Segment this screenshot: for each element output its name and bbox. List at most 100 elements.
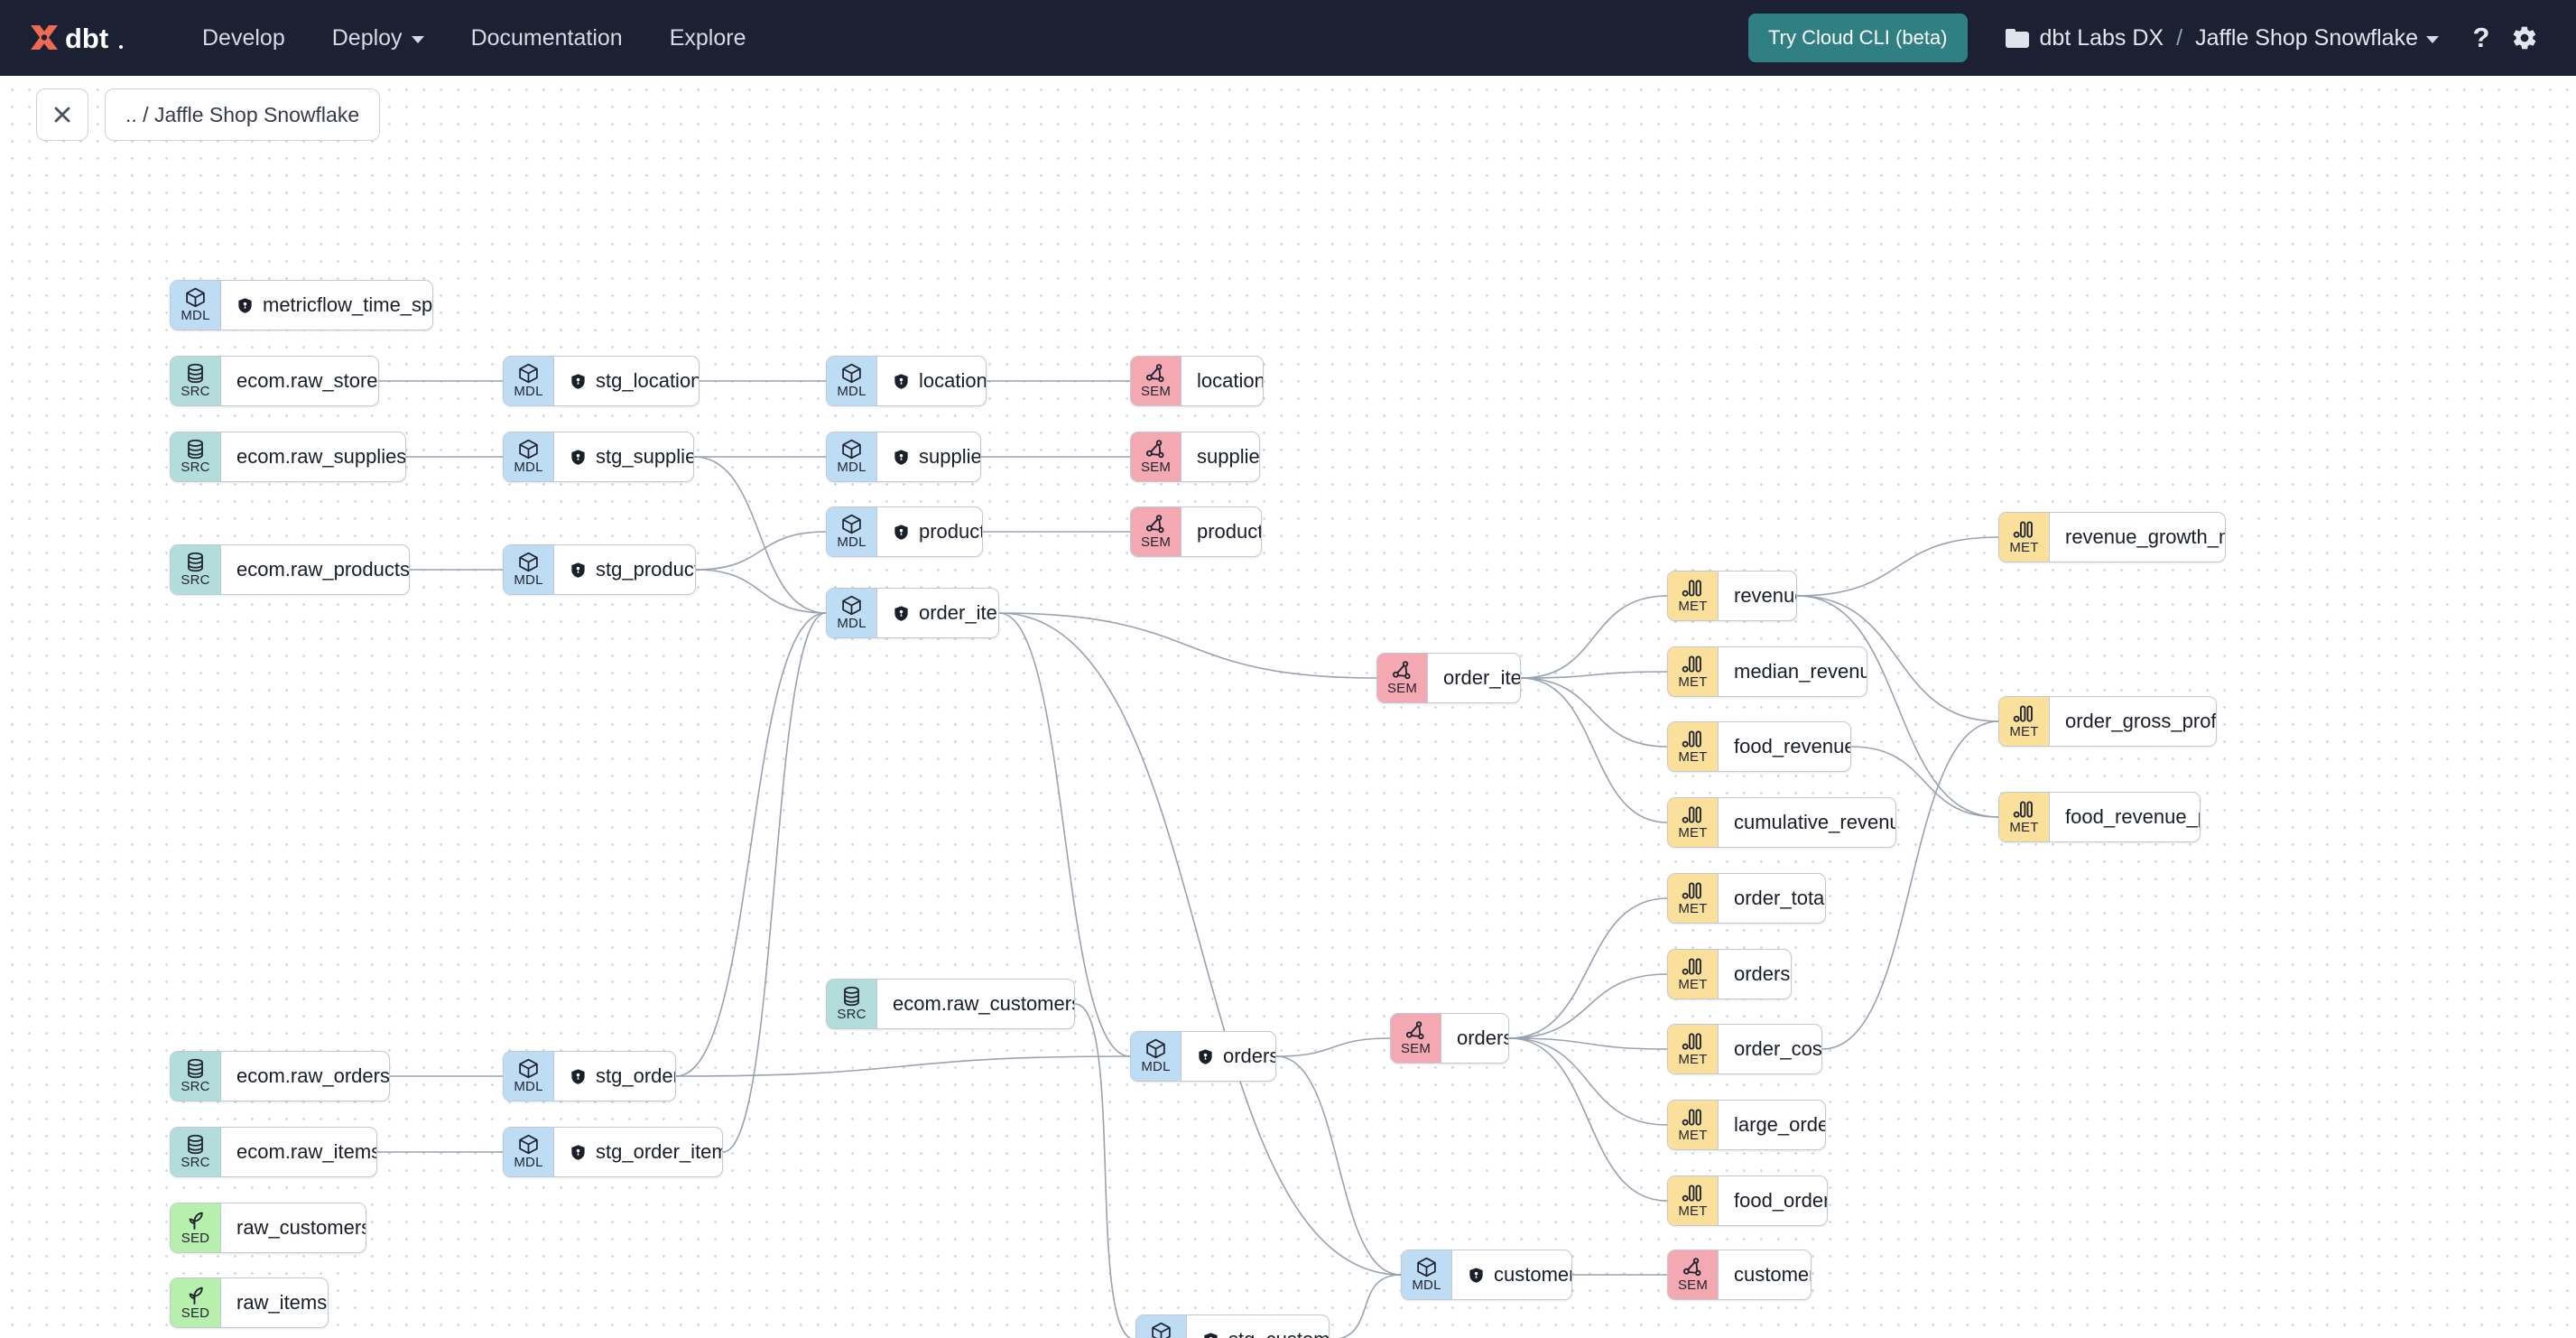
graph-node-mdl_supplies[interactable]: MDLsupplies	[826, 432, 981, 482]
node-label: stg_order_items	[596, 1140, 722, 1163]
lineage-graph-canvas[interactable]: MDLmetricflow_time_spineSRCecom.raw_stor…	[0, 76, 2576, 1338]
seedling-icon	[184, 1210, 207, 1231]
node-type-badge-met: MET	[1668, 1025, 1719, 1073]
graph-node-sem_products[interactable]: SEMproducts	[1130, 506, 1262, 557]
project-selector[interactable]: Jaffle Shop Snowflake	[2195, 25, 2439, 51]
protected-shield-icon	[1202, 1332, 1219, 1338]
node-type-label: MDL	[1141, 1059, 1171, 1074]
account-name[interactable]: dbt Labs DX	[2039, 24, 2164, 51]
protected-shield-icon	[893, 524, 910, 541]
close-button[interactable]	[36, 88, 88, 141]
node-type-label: MET	[2009, 820, 2039, 835]
metric-bars-icon	[1682, 1183, 1704, 1204]
nav-link-deploy[interactable]: Deploy	[309, 16, 448, 60]
node-body: supplies	[1181, 432, 1259, 481]
metric-bars-icon	[1682, 804, 1704, 826]
node-type-label: SRC	[181, 1155, 210, 1170]
node-type-label: SED	[181, 1231, 210, 1246]
node-label: ecom.raw_supplies	[236, 445, 406, 468]
node-type-badge-met: MET	[1668, 874, 1719, 923]
node-label: stg_orders	[596, 1064, 675, 1087]
nav-link-documentation[interactable]: Documentation	[448, 16, 646, 60]
node-body: ecom.raw_customers	[877, 980, 1074, 1028]
node-label: products	[1197, 520, 1261, 543]
node-type-badge-mdl: MDL	[827, 507, 877, 556]
lineage-edge	[693, 456, 827, 614]
nav-link-develop[interactable]: Develop	[179, 16, 309, 60]
node-label: orders	[1223, 1045, 1276, 1067]
try-cloud-cli-button[interactable]: Try Cloud CLI (beta)	[1748, 14, 1968, 62]
node-body: products	[877, 507, 982, 556]
node-type-badge-mdl: MDL	[171, 281, 221, 330]
dbt-logo[interactable]: dbt	[27, 20, 143, 56]
cube-icon	[517, 1058, 540, 1080]
graph-node-mdl_orders[interactable]: MDL orders	[1130, 1031, 1276, 1082]
project-name: Jaffle Shop Snowflake	[2195, 24, 2418, 51]
graph-node-sem_locations[interactable]: SEMlocations	[1130, 356, 1264, 406]
node-type-badge-met: MET	[1668, 722, 1719, 771]
cube-icon	[517, 552, 540, 573]
nav-link-explore[interactable]: Explore	[646, 16, 770, 60]
graph-node-mdl_locations[interactable]: MDLlocations	[826, 356, 987, 406]
node-type-label: MDL	[514, 572, 543, 588]
lineage-edge	[1508, 1037, 1668, 1126]
node-type-label: MDL	[514, 384, 543, 399]
node-type-badge-met: MET	[1668, 950, 1719, 999]
lineage-edges	[376, 380, 1999, 1338]
graph-node-stg_orders[interactable]: MDL stg_orders	[503, 1051, 676, 1101]
graph-node-sem_customers[interactable]: SEMcustomers	[1667, 1250, 1812, 1300]
lineage-edge	[1796, 595, 1999, 818]
node-body: stg_order_items	[554, 1128, 722, 1176]
graph-node-sem_supplies[interactable]: SEMsupplies	[1130, 432, 1260, 482]
protected-shield-icon	[236, 297, 254, 314]
node-type-badge-mdl: MDL	[504, 1052, 554, 1101]
lineage-edge	[1275, 1037, 1391, 1057]
node-type-badge-met: MET	[1668, 798, 1719, 847]
graph-node-mdl_customers[interactable]: MDLcustomers	[1401, 1250, 1572, 1300]
lineage-edge	[998, 612, 1377, 679]
help-icon[interactable]: ?	[2472, 22, 2490, 53]
node-type-label: SRC	[181, 384, 210, 399]
node-body: food_orders	[1719, 1176, 1827, 1225]
node-body: orders	[1181, 1032, 1276, 1081]
cube-icon	[1415, 1257, 1438, 1278]
node-body: order_total	[1719, 874, 1825, 923]
breadcrumb-project-chip[interactable]: .. / Jaffle Shop Snowflake	[105, 88, 381, 141]
protected-shield-icon	[893, 373, 910, 390]
gear-icon[interactable]	[2506, 19, 2544, 57]
node-body: ecom.raw_supplies	[221, 432, 406, 481]
cube-icon	[840, 595, 863, 617]
node-body: products	[1181, 507, 1261, 556]
node-body: supplies	[877, 432, 980, 481]
graph-node-mdl_products[interactable]: MDLproducts	[826, 506, 983, 557]
